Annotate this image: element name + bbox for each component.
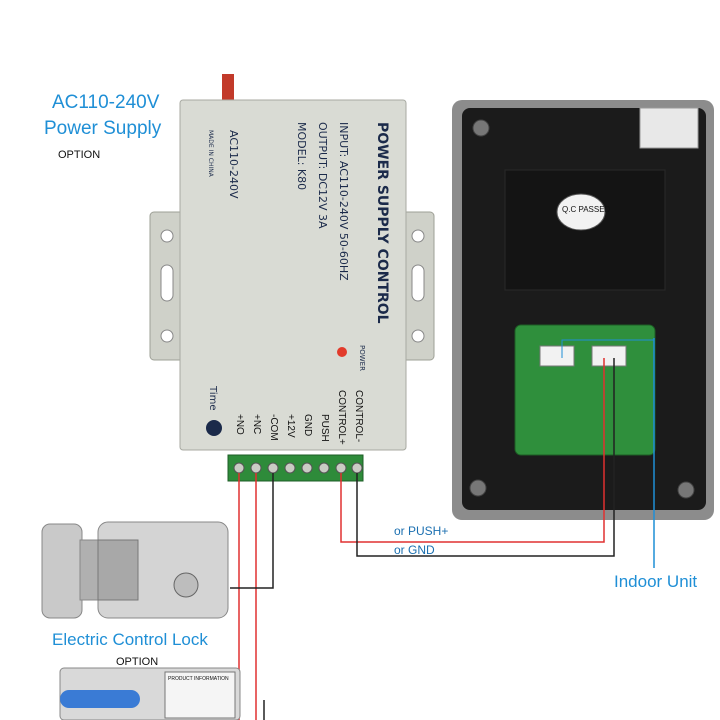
psu-time-label: Time — [207, 386, 218, 411]
electric-lock — [41, 521, 229, 619]
terminal-label-nc: +NC — [251, 414, 262, 435]
terminal-label-control-minus: CONTROL- — [353, 390, 364, 443]
psu-output: OUTPUT: DC12V 3A — [316, 122, 329, 229]
terminal-label-control-plus: CONTROL+ — [336, 390, 347, 445]
terminal-label-12v: +12V — [285, 414, 296, 438]
psu-option-label: OPTION — [58, 149, 101, 161]
screw-icon — [472, 119, 490, 137]
connector-2 — [591, 345, 627, 367]
timer-knob — [206, 420, 222, 436]
gnd-wire-label: or GND — [394, 543, 435, 557]
push-wire — [340, 358, 605, 543]
terminal-label-com: -COM — [268, 414, 279, 441]
screw-icon — [469, 479, 487, 497]
gnd-wire — [356, 358, 615, 557]
power-led — [337, 347, 347, 357]
terminal-label-push: PUSH — [319, 414, 330, 442]
screw-icon — [677, 481, 695, 499]
mains-cable — [222, 74, 234, 106]
indoor-unit-pcb — [514, 324, 656, 456]
indoor-unit-label: Indoor Unit — [614, 572, 698, 591]
psu-title-line1: AC110-240V — [52, 92, 160, 113]
psu-input: INPUT: AC110-240V 50-60HZ — [337, 122, 350, 281]
psu-made-in: MADE IN CHINA — [207, 130, 214, 177]
connector-1 — [539, 345, 575, 367]
lock-wire-com — [230, 473, 274, 589]
psu-model: MODEL: K80 — [295, 122, 308, 191]
psu-ac-label: AC110-240V — [227, 130, 240, 199]
qc-passed-text: Q.C PASSED — [562, 205, 611, 214]
lock-option-label: OPTION — [116, 656, 159, 668]
terminal-label-gnd: GND — [302, 414, 313, 437]
lock-label: Electric Control Lock — [52, 630, 208, 649]
psu-header: POWER SUPPLY CONTROL — [374, 122, 390, 324]
psu-bracket-right — [397, 211, 435, 361]
bolt-info-label: PRODUCT INFORMATION — [168, 676, 229, 682]
qc-sticker — [556, 193, 606, 231]
indoor-unit-sticker — [639, 107, 699, 149]
power-supply-body — [179, 99, 407, 451]
psu-bracket-left — [149, 211, 187, 361]
psu-title-line2: Power Supply — [44, 118, 162, 139]
psu-power-label: POWER — [358, 345, 366, 371]
push-wire-label: or PUSH+ — [394, 524, 449, 538]
terminal-label-no: +NO — [234, 414, 245, 435]
bolt-lock — [59, 667, 241, 720]
